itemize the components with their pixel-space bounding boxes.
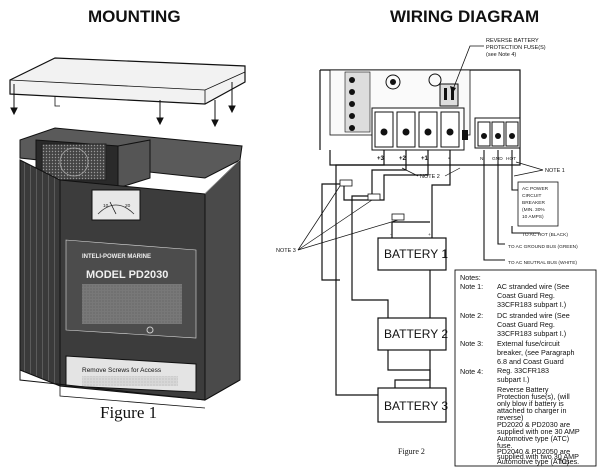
svg-text:PROTECTION FUSE(S): PROTECTION FUSE(S) xyxy=(486,45,546,51)
svg-text:Reverse Battery: Reverse Battery xyxy=(497,385,549,394)
notes-title: Notes: xyxy=(460,273,481,282)
svg-text:breaker, (see Paragraph: breaker, (see Paragraph xyxy=(497,348,575,357)
ac-breaker-label: AC POWER CIRCUIT BREAKER (MIN. 30% 10 AM… xyxy=(522,186,549,220)
svg-text:(see Note 4): (see Note 4) xyxy=(486,52,516,58)
charger-terminal-panel: +3 +2 +1 - N GND HOT xyxy=(319,69,521,166)
svg-text:Note 1:: Note 1: xyxy=(460,282,483,291)
dc-wiring xyxy=(321,150,451,396)
svg-text:33CFR183 subpart I.): 33CFR183 subpart I.) xyxy=(497,329,566,338)
svg-text:External fuse/circuit: External fuse/circuit xyxy=(497,339,560,348)
svg-text:(MIN. 30%: (MIN. 30% xyxy=(522,207,545,213)
battery-3: BATTERY 3 xyxy=(377,387,448,423)
ac-ground-label: TO AC GROUND BUS (GREEN) xyxy=(508,244,578,250)
svg-text:fuses.: fuses. xyxy=(560,457,579,466)
note1-label: NOTE 1 xyxy=(545,168,565,174)
svg-text:only blow if battery is: only blow if battery is xyxy=(497,399,564,408)
svg-text:PD2020 & PD2030 are: PD2020 & PD2030 are xyxy=(497,420,570,429)
wiring-diagram-header: WIRING DIAGRAM xyxy=(390,7,539,26)
svg-text:AC POWER: AC POWER xyxy=(522,186,549,192)
access-label: Remove Screws for Access xyxy=(82,367,162,374)
reverse-fuse-label: REVERSE BATTERY PROTECTION FUSE(S) (see … xyxy=(450,38,546,94)
note2-label: NOTE 2 xyxy=(420,174,440,180)
ac-neutral-label: TO AC NEUTRAL BUS (WHITE) xyxy=(508,260,577,266)
model-label: MODEL PD2030 xyxy=(86,269,168,281)
svg-text:Reg. 33CFR183: Reg. 33CFR183 xyxy=(497,366,549,375)
svg-text:Note 4:: Note 4: xyxy=(460,367,483,376)
svg-text:BATTERY 3: BATTERY 3 xyxy=(384,399,448,413)
svg-text:6.8 and Coast Guard: 6.8 and Coast Guard xyxy=(497,357,564,366)
svg-text:Note 2:: Note 2: xyxy=(460,311,483,320)
svg-text:reverse): reverse) xyxy=(497,413,523,422)
terminal-pos3: +3 xyxy=(377,156,385,162)
terminal-pos1: +1 xyxy=(421,156,429,162)
svg-text:PD2040 & PD2050 are: PD2040 & PD2050 are xyxy=(497,447,570,456)
svg-text:-: - xyxy=(390,233,392,238)
battery-2: BATTERY 2 xyxy=(377,317,448,351)
svg-text:20: 20 xyxy=(125,203,131,209)
svg-text:supplied with one 30 AMP: supplied with one 30 AMP xyxy=(497,427,580,436)
figure-1-caption: Figure 1 xyxy=(100,403,157,422)
svg-text:33CFR183 subpart I.): 33CFR183 subpart I.) xyxy=(497,300,566,309)
svg-text:supplied with two 30 AMP: supplied with two 30 AMP xyxy=(497,452,579,461)
svg-text:subpart I.): subpart I.) xyxy=(497,375,529,384)
svg-text:BATTERY 1: BATTERY 1 xyxy=(384,247,448,261)
svg-text:Automotive type (ATC): Automotive type (ATC) xyxy=(497,457,569,466)
terminal-pos2: +2 xyxy=(399,156,407,162)
svg-text:fuse.: fuse. xyxy=(497,441,513,450)
brand-label: INTELI-POWER MARINE xyxy=(82,254,151,260)
svg-text:10 AMPS): 10 AMPS) xyxy=(522,214,544,220)
svg-text:BATTERY 2: BATTERY 2 xyxy=(384,327,448,341)
svg-text:AC stranded wire (See: AC stranded wire (See xyxy=(497,282,569,291)
ac-hot-label: TO AC HOT (BLACK) xyxy=(522,232,568,238)
svg-text:Coast Guard Reg.: Coast Guard Reg. xyxy=(497,320,555,329)
svg-text:Automotive type (ATC): Automotive type (ATC) xyxy=(497,434,569,443)
svg-text:CIRCUIT: CIRCUIT xyxy=(522,193,542,199)
figure-2-caption: Figure 2 xyxy=(398,447,425,456)
terminal-hot: HOT xyxy=(506,156,516,162)
svg-text:10: 10 xyxy=(103,203,109,209)
svg-text:Protection fuse(s), (will: Protection fuse(s), (will xyxy=(497,392,570,401)
note3-label: NOTE 3 xyxy=(276,248,296,254)
notes-box: Notes: Note 1: AC stranded wire (See Coa… xyxy=(454,269,597,467)
svg-text:attached to charger in: attached to charger in xyxy=(497,406,567,415)
svg-text:DC stranded wire (See: DC stranded wire (See xyxy=(497,311,570,320)
ac-wiring xyxy=(483,150,540,261)
terminal-neg: - xyxy=(448,156,450,162)
terminal-n: N xyxy=(480,156,484,162)
svg-text:REVERSE BATTERY: REVERSE BATTERY xyxy=(486,38,539,44)
mounting-illustration: 10 20 INTELI-POWER MARINE MODEL PD2030 Re… xyxy=(9,57,246,409)
svg-text:+: + xyxy=(428,233,431,238)
svg-text:BREAKER: BREAKER xyxy=(522,200,545,206)
mounting-header: MOUNTING xyxy=(88,7,181,26)
svg-text:Coast Guard Reg.: Coast Guard Reg. xyxy=(497,291,555,300)
battery-1: BATTERY 1 - + xyxy=(377,233,448,271)
svg-text:Note 3:: Note 3: xyxy=(460,339,483,348)
